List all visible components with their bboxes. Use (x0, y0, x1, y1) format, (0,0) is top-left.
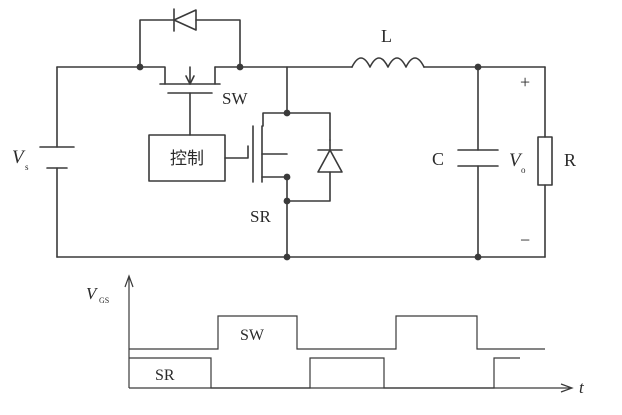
sr-waveform-label: SR (155, 367, 175, 384)
sw-mosfet (139, 66, 241, 136)
resistor-label: R (564, 150, 576, 170)
controller-block (148, 134, 249, 182)
load-resistor (537, 66, 553, 258)
inductor-label: L (381, 26, 392, 46)
y-axis-label: V (86, 284, 99, 303)
sr-branch (252, 66, 343, 258)
output-voltage-label: V (509, 150, 523, 171)
minus-sign: − (520, 230, 530, 250)
y-axis-arrow (124, 274, 134, 288)
plus-sign: + (520, 72, 530, 92)
output-voltage-subscript: o (521, 165, 526, 175)
sr-waveform (129, 357, 520, 389)
x-axis-arrow (560, 383, 574, 393)
input-source-label: V (12, 147, 26, 168)
sw-label: SW (222, 89, 248, 108)
circuit: V s SW 控制 (12, 8, 576, 261)
timing-diagram: V GS t SW SR (86, 274, 585, 397)
junction-dots (136, 63, 482, 261)
input-battery (39, 66, 75, 258)
controller-label: 控制 (170, 149, 204, 168)
x-axis-label: t (579, 378, 585, 397)
bypass-diode (139, 8, 241, 68)
capacitor-label: C (432, 149, 444, 169)
sr-label: SR (250, 207, 271, 226)
y-axis-subscript: GS (99, 296, 109, 305)
inductor (351, 57, 425, 68)
sw-waveform-label: SW (240, 327, 265, 344)
input-source-subscript: s (25, 162, 29, 172)
sw-waveform (129, 315, 545, 350)
output-capacitor (457, 66, 499, 258)
